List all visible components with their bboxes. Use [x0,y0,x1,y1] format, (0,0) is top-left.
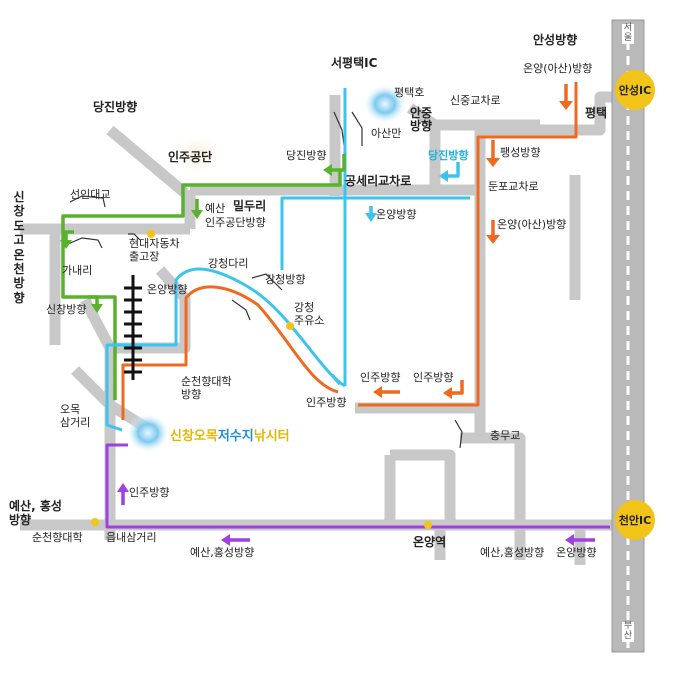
anseong-ic-badge: 안성IC [615,70,655,110]
railway [124,275,142,380]
inju-dir-2-label: 인주방향 [413,371,454,384]
reservoir-water [126,413,170,453]
pyeongtaek-lake-label: 평택호 [394,86,425,99]
inju-industrial-area [169,133,225,177]
inju-industrial-label: 인주공단 [168,150,213,164]
orange-arrow-inju-2 [450,380,464,395]
yesan-prefix-label: 예산 [205,202,226,215]
soonchunhyang-dir-label: 순천향대학 방향 [181,375,232,401]
onyang-dir-cyan-label: 온양방향 [376,208,417,221]
orange-arrow-top-head [559,101,573,110]
cheonan-ic-badge: 천안IC [615,500,655,540]
gas-station-dot [286,322,294,330]
destination-part3: 낚시터 [253,429,290,444]
inju-dir-3-label: 인주방향 [306,396,347,409]
inju-industrial-dir-label: 인주공단방향 [205,216,266,229]
chungmugyo-label: 충무교 [490,429,521,442]
dangjin-dir-cyan-label: 당진방향 [428,149,469,162]
destination-label: 신창오목저수지낚시터 [170,425,290,444]
seopyeongtaek-ic-label: 서평택IC [331,56,378,70]
eumnae-dot [91,518,99,526]
eumnae-junction-label: 읍내삼거리 [106,531,157,544]
anseong-dir-label: 안성방향 [533,33,578,47]
asan-bay-label: 아산만 [371,127,402,140]
hyundai-depot-dot [147,230,155,238]
orange-route [121,82,578,420]
direction-arrows [60,84,595,546]
dunpo-junction-label: 둔포교차로 [488,180,539,193]
onyang-asan-dir-top-label: 온양(아산)방향 [523,62,593,75]
cyan-arrow-end [330,373,342,386]
inju-dir-purple-label: 인주방향 [129,486,170,499]
anjung-dir-label: 안중 방향 [410,106,433,134]
gangcheong-gas-label: 강청 주유소 [294,301,325,327]
green-arrow-dangjin [330,154,346,172]
green-arrow-sinchang [88,295,99,306]
pyeongtaek-lake-water [363,84,407,124]
onyang-dir-rail-label: 온양방향 [147,283,188,296]
gangcheong-dir-label: 강청방향 [265,273,306,286]
sinchang-dogo-oncheon-dir-label: 신창도고온천방향 [13,190,25,305]
soonchunhyang-univ-label: 순천향대학 [32,531,83,544]
cyan-route [105,88,470,432]
sinjung-junction-label: 신중교차로 [450,94,501,107]
onyang-station-dot [424,521,432,529]
yesan-hongseong-dir-1-label: 예산,홍성방향 [190,546,255,559]
destination-part2: 저수지 [217,429,254,444]
landmark-dots [91,230,432,529]
green-arrow-ganae [64,230,74,242]
yesan-hongseong-dir-2-label: 예산,홍성방향 [480,546,545,559]
ganae-ri-label: 가내리 [62,264,93,277]
onyang-dir-bottom-label: 온양방향 [556,546,597,559]
dangjin-dir-green-label: 당진방향 [286,149,327,162]
thin-lines [67,111,463,449]
gangcheong-bridge-label: 강청다리 [208,257,249,270]
paengseong-dir-label: 팽성방향 [500,146,541,159]
destination-part1: 신창오목 [170,429,218,444]
highway-tag-north: 서울 [622,23,634,44]
yesan-hongseong-dir-left-label: 예산, 홍성 방향 [9,499,62,527]
green-route [61,170,342,400]
purple-route [105,443,610,529]
mildurie-label: 밀두리 [233,199,267,213]
onyang-station-label: 온양역 [413,535,447,549]
highway-tag-south: 부산 [622,621,634,642]
omok-junction-label: 오목 삼거리 [60,403,91,429]
cyan-arrow-dangjin [446,162,460,178]
sinchang-dir-label: 신창방향 [46,303,87,316]
hyundai-depot-label: 현대자동차 출고장 [129,237,180,263]
pyeongtaek-label: 평택 [585,106,608,120]
seonin-bridge-label: 선인대교 [70,188,111,201]
road-network [20,91,620,565]
expressway [611,19,645,653]
onyang-asan-dir-mid-label: 온양(아산)방향 [497,218,567,231]
inju-dir-1-label: 인주방향 [360,371,401,384]
gongsaeri-junction-label: 공세리교차로 [345,174,412,188]
dangjin-dir-top-label: 당진방향 [93,100,138,114]
